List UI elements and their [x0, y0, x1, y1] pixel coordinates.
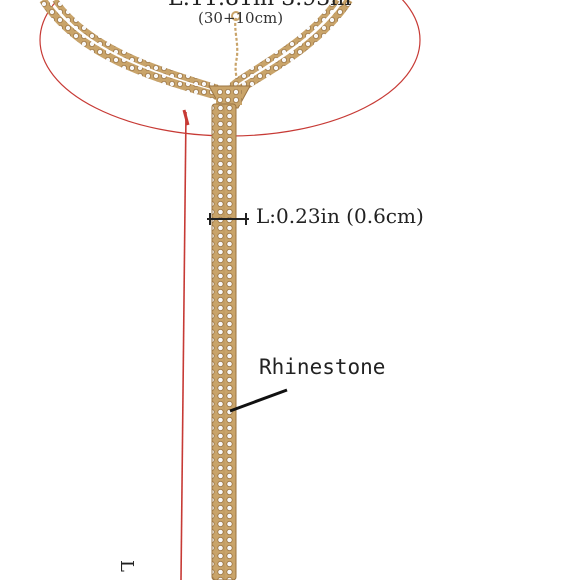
drop-length-measure-line — [180, 111, 187, 580]
top-length-label: L:11.81in 3.93in — [168, 0, 351, 11]
drop-length-label: L — [116, 560, 137, 572]
drop-width-label: L:0.23in (0.6cm) — [256, 204, 424, 228]
material-label: Rhinestone — [259, 355, 386, 379]
pendant-stones — [216, 88, 242, 105]
drop-measure-start-tick — [182, 109, 190, 126]
collar-right-strand-inner — [226, 0, 340, 91]
top-length-metric-label: (30+10cm) — [198, 9, 284, 27]
rhinestone-callout-line — [229, 388, 288, 413]
extender-chain — [234, 17, 239, 97]
chain-ring — [231, 11, 241, 21]
